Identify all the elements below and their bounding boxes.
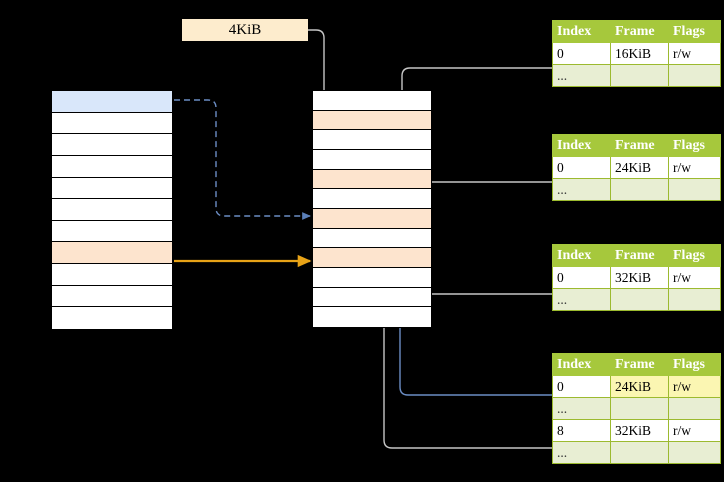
table-cell: [668, 64, 721, 87]
table-cell: ...: [552, 178, 611, 201]
table-cell: [610, 441, 669, 464]
column-header-index: Index: [552, 353, 611, 376]
physical-memory-row: [313, 130, 431, 150]
table-cell: [610, 288, 669, 311]
column-header-index: Index: [552, 244, 611, 267]
table-cell: r/w: [668, 156, 721, 179]
physical-memory-row: [313, 110, 431, 131]
virtual-address-space-row: [52, 264, 172, 286]
column-header-flags: Flags: [668, 134, 721, 157]
virtual-address-space-row: [52, 285, 172, 308]
column-header-frame: Frame: [610, 353, 669, 376]
table-cell: ...: [552, 397, 611, 420]
table-cell: 0: [552, 266, 611, 289]
table-cell: 8: [552, 419, 611, 442]
virtual-address-space-row: [52, 91, 172, 113]
virtual-address-space-row: [52, 155, 172, 178]
table-cell: 0: [552, 156, 611, 179]
virtual-address-space-row: [52, 134, 172, 156]
table-row: ...: [552, 288, 721, 311]
table-cell: r/w: [668, 42, 721, 65]
table-cell: 32KiB: [610, 266, 669, 289]
table-cell: r/w: [668, 419, 721, 442]
virtual-address-space-row: [52, 220, 172, 243]
table-cell: 24KiB: [610, 375, 669, 398]
table-row: ...: [552, 64, 721, 87]
wire-table3-to-frame: [413, 267, 552, 295]
table-row: ...: [552, 441, 721, 464]
physical-memory-row: [313, 149, 431, 170]
virtual-address-space-row: [52, 112, 172, 135]
physical-memory-row: [313, 287, 431, 308]
physical-memory-row: [313, 267, 431, 288]
physical-memory-row: [313, 307, 431, 327]
page-size-label: 4KiB: [182, 19, 308, 41]
column-header-frame: Frame: [610, 134, 669, 157]
table-row: ...: [552, 397, 721, 420]
wire-table2-to-frame: [413, 181, 552, 209]
virtual-address-space-row: [52, 242, 172, 264]
physical-memory-row: [313, 208, 431, 229]
table-cell: r/w: [668, 375, 721, 398]
table-cell: [610, 64, 669, 87]
column-header-flags: Flags: [668, 353, 721, 376]
table-cell: ...: [552, 288, 611, 311]
table-cell: 16KiB: [610, 42, 669, 65]
virtual-address-space-column: [51, 90, 173, 330]
column-header-index: Index: [552, 134, 611, 157]
table-cell: ...: [552, 64, 611, 87]
column-header-frame: Frame: [610, 20, 669, 43]
physical-memory-row: [313, 91, 431, 111]
virtual-address-space-row: [52, 177, 172, 200]
table-cell: 0: [552, 42, 611, 65]
table-cell: [668, 441, 721, 464]
physical-memory-row: [313, 248, 431, 268]
physical-memory-row: [313, 228, 431, 249]
table-cell: 24KiB: [610, 156, 669, 179]
table-cell: [610, 397, 669, 420]
table-cell: [668, 288, 721, 311]
virtual-address-space-row: [52, 199, 172, 221]
table-cell: [668, 397, 721, 420]
column-header-frame: Frame: [610, 244, 669, 267]
table-cell: [668, 178, 721, 201]
table-cell: ...: [552, 441, 611, 464]
table-cell: [610, 178, 669, 201]
virtual-address-space-row: [52, 307, 172, 329]
physical-memory-row: [313, 189, 431, 209]
column-header-flags: Flags: [668, 244, 721, 267]
column-header-index: Index: [552, 20, 611, 43]
table-cell: 0: [552, 375, 611, 398]
table-cell: 32KiB: [610, 419, 669, 442]
column-header-flags: Flags: [668, 20, 721, 43]
physical-memory-row: [313, 169, 431, 190]
table-cell: r/w: [668, 266, 721, 289]
wire-virtual-to-physical-dashed: [174, 99, 311, 220]
table-row: ...: [552, 178, 721, 201]
physical-memory-column: [312, 90, 432, 328]
